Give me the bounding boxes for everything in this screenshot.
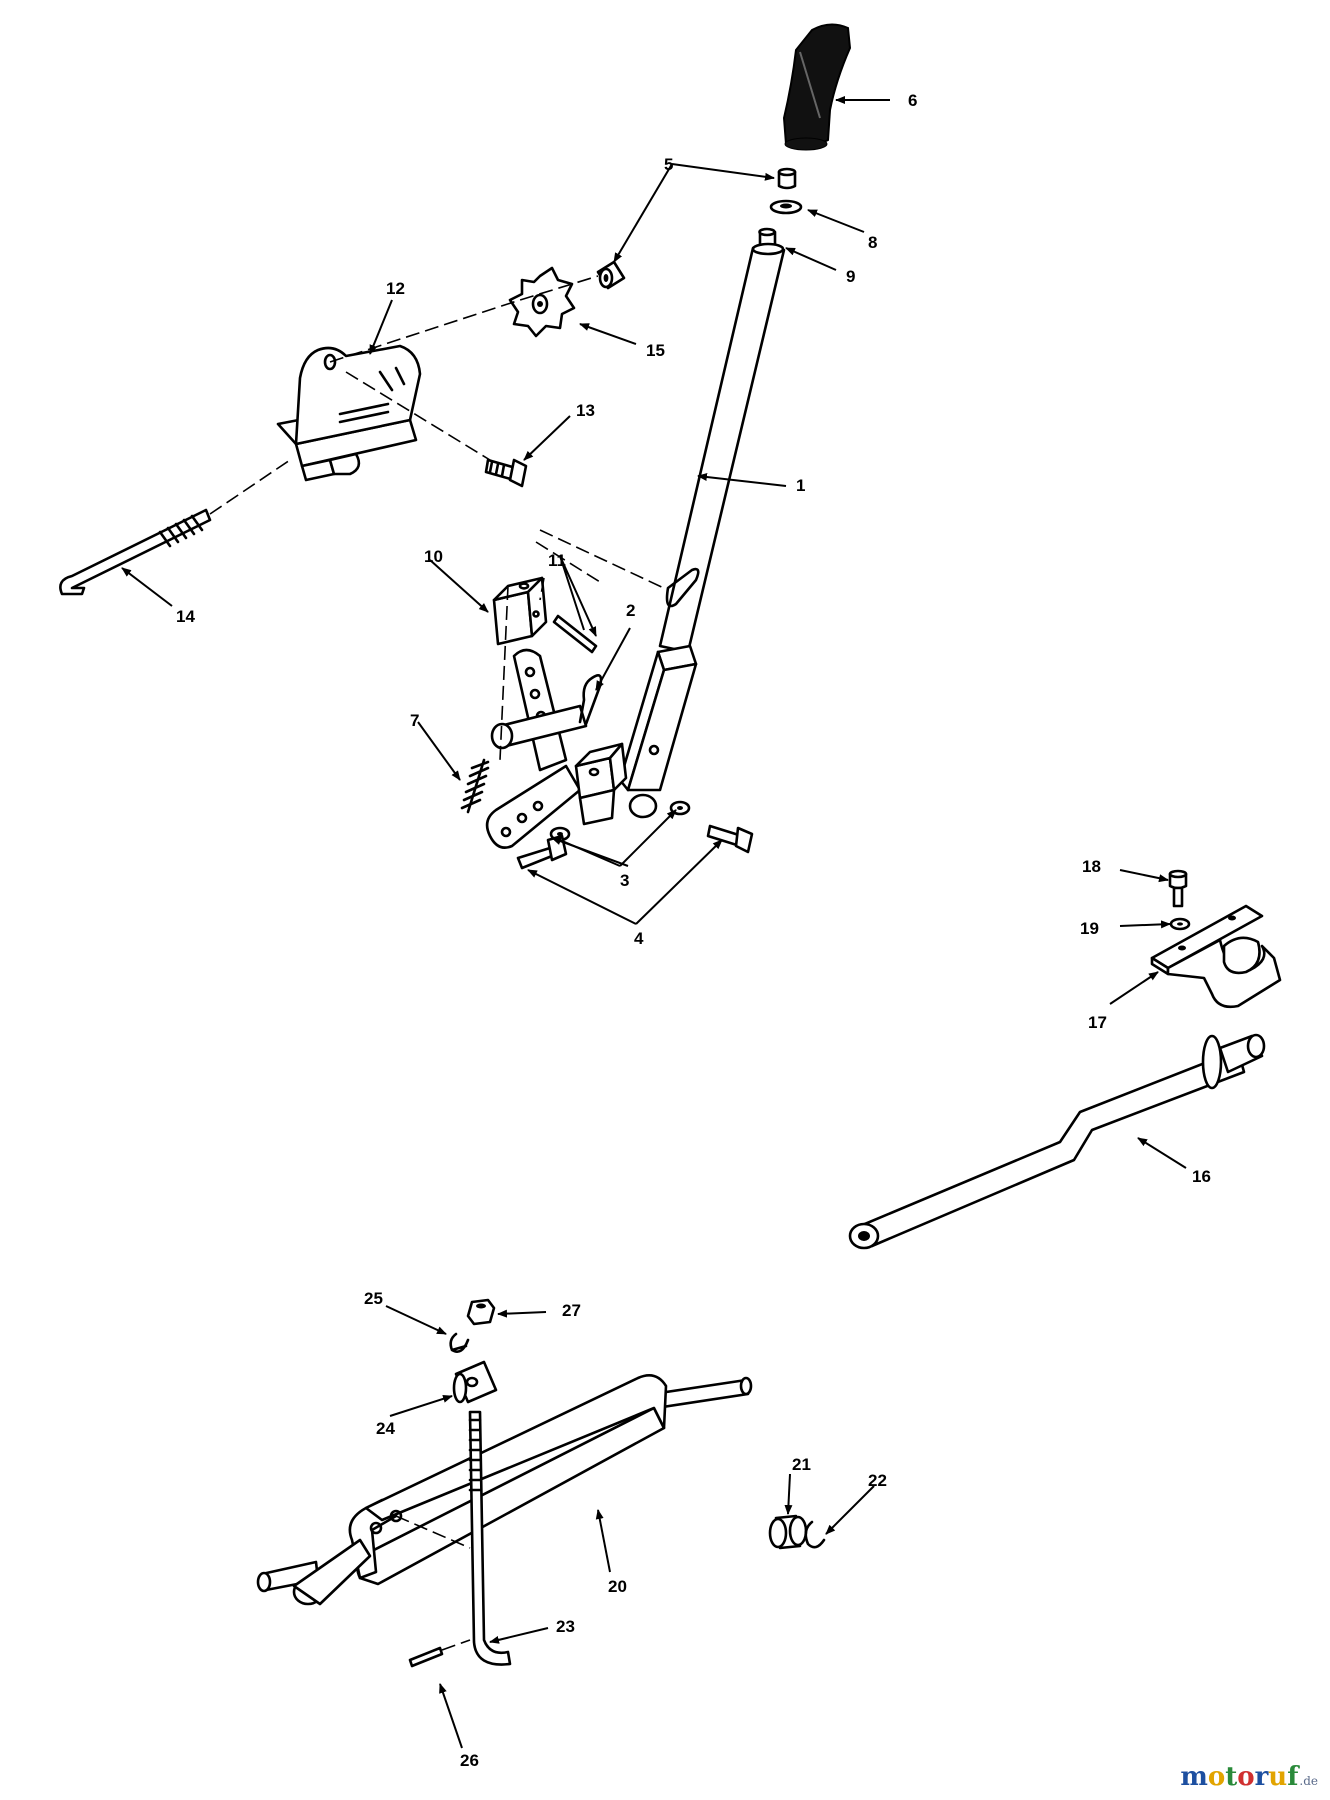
callout-3: 3: [620, 871, 629, 890]
lever-block: [492, 576, 548, 646]
callout-22: 22: [868, 1471, 887, 1490]
callout-11: 11: [548, 551, 566, 570]
watermark-letter: o: [1237, 1762, 1255, 1792]
callout-12: 12: [386, 279, 405, 298]
callout-14: 14: [176, 607, 195, 626]
callout-6: 6: [908, 91, 917, 110]
bushing: [596, 260, 626, 290]
spring: [460, 758, 490, 814]
callout-7: 7: [410, 711, 419, 730]
hairpin-25: [449, 1332, 470, 1353]
callout-15: 15: [646, 341, 665, 360]
cap-and-washer: [758, 167, 803, 252]
pipe-clamp: [1150, 869, 1282, 1009]
watermark-letter: f: [1287, 1762, 1299, 1792]
bushing-21: [768, 1514, 808, 1550]
callout-10: 10: [424, 547, 443, 566]
link-rod: [468, 1410, 512, 1666]
callout-24: 24: [376, 1419, 395, 1438]
pedal-shaft: [256, 1374, 753, 1606]
watermark-letter: r: [1254, 1762, 1269, 1792]
watermark-letter: o: [1207, 1762, 1226, 1792]
callout-25: 25: [364, 1289, 383, 1308]
callout-13: 13: [576, 401, 595, 420]
callout-2: 2: [626, 601, 635, 620]
nut-27: [466, 1298, 496, 1326]
callout-26: 26: [460, 1751, 479, 1770]
tube: [848, 1033, 1266, 1250]
callout-20: 20: [608, 1577, 627, 1596]
callout-17: 17: [1088, 1013, 1107, 1032]
callout-23: 23: [556, 1617, 575, 1636]
lift-lever: [618, 242, 786, 819]
callout-1: 1: [796, 476, 805, 495]
threaded-rod: [59, 508, 212, 596]
callout-16: 16: [1192, 1167, 1211, 1186]
watermark-letter: m: [1180, 1762, 1208, 1792]
mounting-bracket: [276, 344, 422, 482]
callout-labels: 1 2 3 4 5 6 7 8 9 10 11 12 13 14 15 16 1…: [176, 91, 1211, 1770]
callout-8: 8: [868, 233, 877, 252]
leaders: [121, 96, 1187, 1749]
watermark-suffix: .de: [1299, 1774, 1318, 1788]
assembly-lines-lower: [395, 1515, 471, 1651]
bolt-13: [484, 458, 528, 488]
callout-5: 5: [664, 155, 673, 174]
callout-4: 4: [634, 929, 644, 948]
callout-27: 27: [562, 1301, 581, 1320]
callout-18: 18: [1082, 857, 1101, 876]
hand-grip: [782, 23, 852, 151]
callout-19: 19: [1080, 919, 1099, 938]
swivel: [452, 1360, 498, 1404]
watermark-letter: u: [1268, 1762, 1288, 1792]
e-clip-22: [804, 1520, 826, 1549]
watermark-logo: motoruf.de: [1180, 1762, 1318, 1792]
pin: [552, 614, 598, 654]
star-knob: [508, 266, 576, 338]
callout-21: 21: [792, 1455, 811, 1474]
assembly-lines: [209, 275, 669, 761]
cotter-pin: [408, 1646, 444, 1668]
watermark-letter: t: [1225, 1762, 1238, 1792]
washers: [549, 800, 691, 842]
pivot-assembly: [485, 648, 628, 849]
callout-9: 9: [846, 267, 855, 286]
